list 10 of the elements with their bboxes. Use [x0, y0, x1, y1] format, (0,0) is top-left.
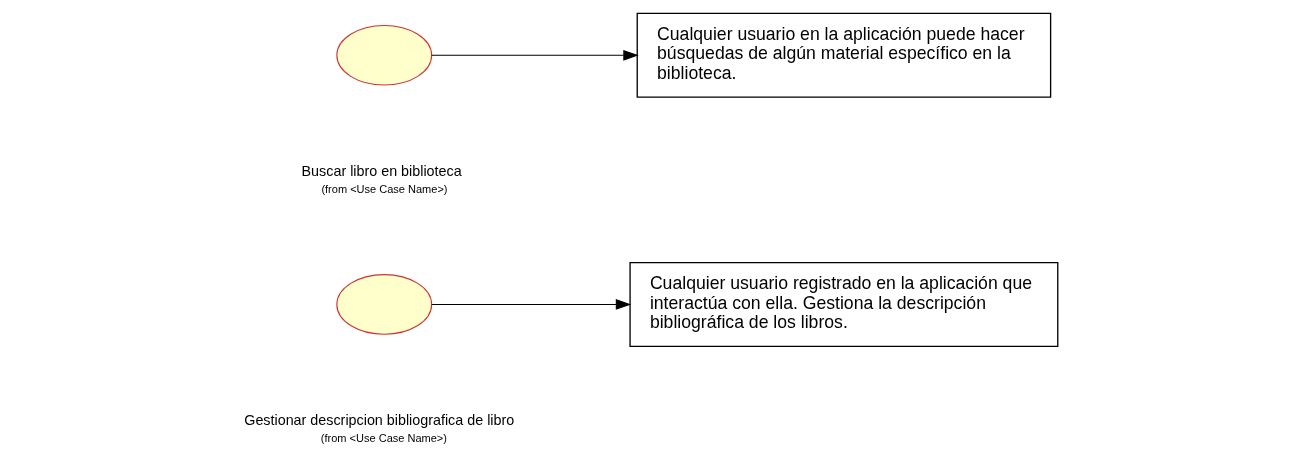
node-label: (from <Use Case Name>) — [320, 431, 447, 444]
arrow — [431, 49, 639, 61]
node-box: Cualquier usuario en la aplicación puede hacer búsquedas de algún material específico en la biblioteca. — [636, 12, 1052, 98]
node-label: Buscar libro en biblioteca — [301, 162, 462, 179]
arrow — [431, 298, 632, 310]
node-ellipse — [336, 273, 433, 335]
node-ellipse — [336, 24, 433, 86]
node-box: Cualquier usuario registrado en la aplicación que interactúa con ella. Gestiona la descripción bibliográfica de los libros. — [629, 261, 1059, 347]
node-label: Gestionar descripcion bibliografica de libro — [244, 411, 515, 428]
node-label: (from <Use Case Name>) — [321, 182, 448, 195]
